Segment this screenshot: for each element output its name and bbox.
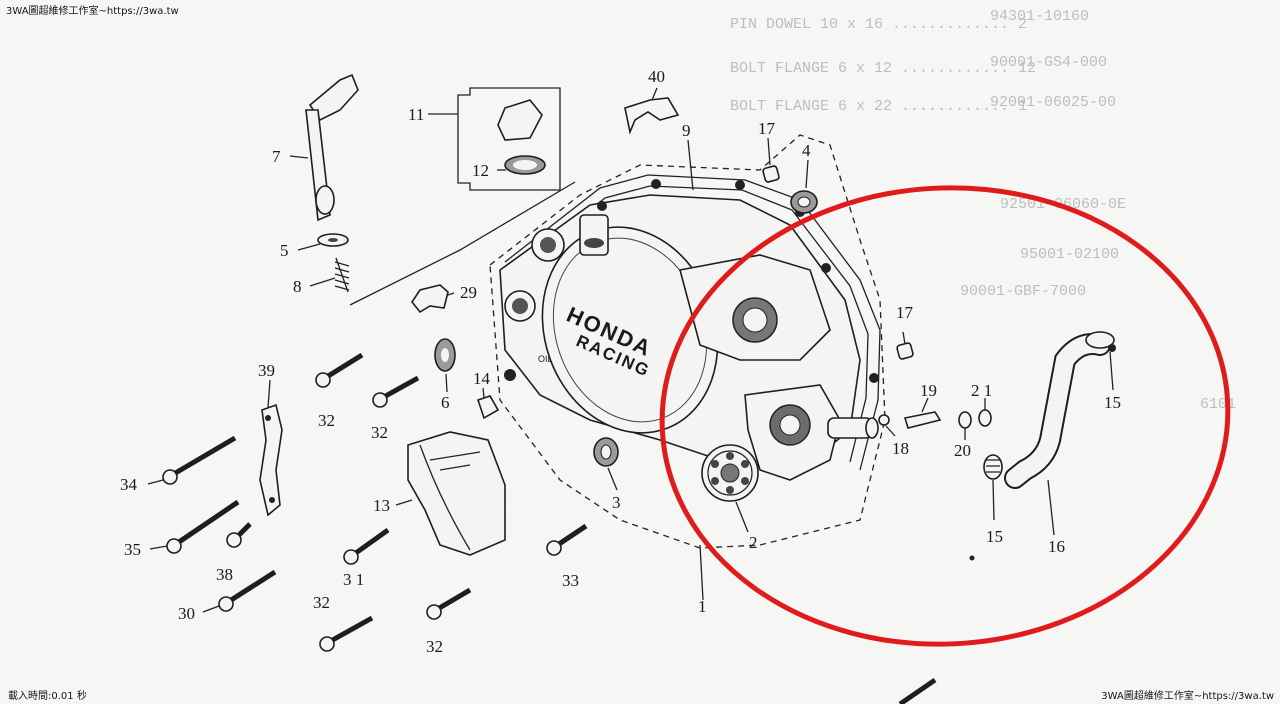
callout-31: 3 1	[343, 570, 364, 589]
oil-seal-part-3	[593, 437, 619, 467]
cover-part-13	[407, 431, 506, 556]
callout-13: 13	[373, 496, 390, 515]
seal-part-4	[790, 190, 818, 214]
callout-17-top: 17	[758, 119, 776, 138]
hose-clamp-15-bottom	[983, 454, 1003, 480]
watermark-bottom: 3WA圖超維修工作室~https://3wa.tw	[1101, 691, 1274, 702]
spring-part-8	[334, 257, 350, 293]
bearing-part-2	[701, 444, 759, 502]
callout-32-d: 32	[426, 637, 443, 656]
load-time-text: 載入時間:0.01 秒	[8, 691, 87, 702]
bolt-part-35	[166, 499, 240, 554]
fitting-part-14	[476, 395, 500, 420]
bracket-part-39	[259, 403, 283, 517]
callout-11: 11	[408, 105, 424, 124]
callout-33: 33	[562, 571, 579, 590]
callout-5: 5	[280, 241, 289, 260]
callout-19: 19	[920, 381, 937, 400]
callout-2: 2	[749, 533, 758, 552]
dowel-pin-17-right	[896, 342, 914, 360]
shaft-assembly-part-7	[305, 73, 359, 222]
bolt-part-32-d	[426, 587, 472, 620]
callout-16: 16	[1048, 537, 1065, 556]
callout-29: 29	[460, 283, 477, 302]
bleed-line-3: BOLT FLANGE 6 x 22 ............ 1	[730, 98, 1027, 115]
watermark-top: 3WA圖超維修工作室~https://3wa.tw	[6, 6, 179, 17]
water-hose-part-16	[1004, 333, 1111, 489]
highlight-ring	[659, 185, 1231, 647]
callout-3: 3	[612, 493, 621, 512]
callout-18: 18	[892, 439, 909, 458]
bolt-bottom-edge	[898, 677, 937, 704]
callout-7: 7	[272, 147, 281, 166]
bleed-line-8: 95001-02100	[1020, 246, 1119, 263]
bolt-part-38	[226, 522, 252, 548]
bolt-part-31	[343, 527, 390, 565]
callout-21: 2 1	[971, 381, 992, 400]
callout-32-c: 32	[313, 593, 330, 612]
callout-38: 38	[216, 565, 233, 584]
callout-15-bottom: 15	[986, 527, 1003, 546]
callout-40: 40	[648, 67, 665, 86]
callout-32-a: 32	[318, 411, 335, 430]
bleed-line-4: 94301-10160	[990, 8, 1089, 25]
leader-lines	[147, 87, 1114, 613]
bolt-part-32-b	[372, 375, 420, 408]
bolt-part-33	[546, 523, 588, 556]
callout-6: 6	[441, 393, 450, 412]
callout-9: 9	[682, 121, 691, 140]
bleed-line-5: 90001-GS4-000	[990, 54, 1107, 71]
callout-35: 35	[124, 540, 141, 559]
callout-8: 8	[293, 277, 302, 296]
callout-12: 12	[472, 161, 489, 180]
bracket-part-40	[624, 97, 680, 135]
callout-20: 20	[954, 441, 971, 460]
bolt-part-30	[218, 569, 277, 612]
bleed-line-2: BOLT FLANGE 6 x 12 ............ 12	[730, 60, 1036, 77]
callout-numbers: 7 5 8 11 12 40 9 17 4 29 6 14 13 39 32 3…	[120, 67, 1121, 656]
bleed-line-10: 6101	[1200, 396, 1236, 413]
clip-part-29	[411, 284, 449, 314]
hose-clamp-15-top	[1085, 331, 1116, 352]
bleed-line-6: 92001-06025-00	[990, 94, 1116, 111]
bolt-part-32-a	[315, 352, 364, 388]
bolt-part-34	[162, 435, 237, 485]
callout-30: 30	[178, 604, 195, 623]
oil-cap-box-11	[457, 87, 561, 191]
seal-part-6	[434, 338, 456, 372]
callout-14: 14	[473, 369, 491, 388]
callout-34: 34	[120, 475, 138, 494]
callout-1: 1	[698, 597, 707, 616]
callout-32-b: 32	[371, 423, 388, 442]
washer-part-5	[317, 233, 349, 247]
oil-mark: OIL	[538, 354, 553, 364]
callout-17-right: 17	[896, 303, 914, 322]
callout-15-top: 15	[1104, 393, 1121, 412]
callout-39: 39	[258, 361, 275, 380]
bleed-line-9: 90001-GBF-7000	[960, 283, 1086, 300]
bolt-part-32-c	[319, 615, 374, 652]
bleed-line-1: PIN DOWEL 10 x 16 ............. 2	[730, 16, 1027, 33]
fittings-18-21	[878, 409, 992, 429]
dowel-pin-17-top	[762, 165, 780, 183]
callout-4: 4	[802, 141, 811, 160]
